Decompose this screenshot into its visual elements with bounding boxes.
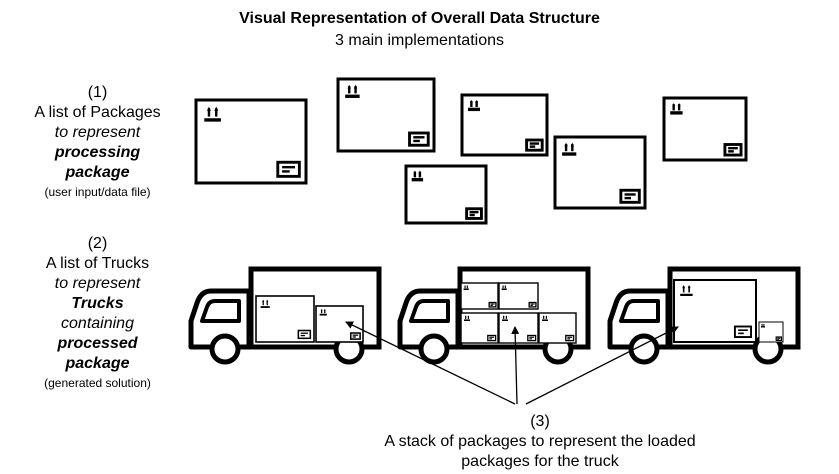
stack-pointer-arrows	[345, 321, 679, 405]
section-2-line-3: Trucks	[71, 295, 124, 312]
package-box-icon	[498, 312, 539, 344]
package-box-icon	[315, 305, 364, 343]
shipping-label-icon	[488, 301, 497, 308]
package-box-icon	[404, 164, 488, 225]
package-box-icon	[673, 279, 757, 343]
section-1-line-3: processing	[54, 144, 141, 161]
shipping-label-icon	[528, 301, 537, 308]
this-way-up-arrows-icon	[319, 308, 327, 316]
shipping-label-icon	[465, 207, 483, 220]
this-way-up-arrows-icon	[502, 315, 508, 321]
section-2-line-4: containing	[61, 315, 134, 332]
stack-arrow	[345, 321, 516, 405]
truck-window	[619, 299, 660, 323]
section-2-number: (2)	[87, 235, 108, 252]
truck-window	[200, 299, 241, 323]
diagram-title: Visual Representation of Overall Data St…	[239, 10, 600, 27]
section-2-note: (generated solution)	[44, 376, 151, 390]
delivery-truck-icon	[188, 266, 382, 365]
shipping-label-icon	[733, 325, 752, 338]
shipping-label-icon	[775, 336, 783, 342]
package-box-icon	[538, 312, 577, 344]
delivery-truck-icon	[397, 266, 591, 365]
section-1-line-2: to represent	[54, 124, 141, 141]
shipping-label-icon	[276, 160, 301, 178]
section-3-line-2: packages for the truck	[461, 453, 619, 470]
this-way-up-arrows-icon	[542, 315, 548, 321]
this-way-up-arrows-icon	[562, 142, 577, 156]
package-box-icon	[194, 98, 308, 185]
package-box-icon	[758, 321, 784, 343]
delivery-truck-icon	[607, 266, 801, 365]
this-way-up-arrows-icon	[464, 315, 470, 321]
section-1-note: (user input/data file)	[44, 185, 151, 199]
shipping-label-icon	[297, 329, 312, 340]
package-box-icon	[553, 135, 647, 210]
section-1-number: (1)	[87, 84, 108, 101]
this-way-up-arrows-icon	[204, 106, 221, 122]
this-way-up-arrows-icon	[670, 102, 683, 115]
packages-list	[194, 77, 748, 225]
stack-arrow	[525, 326, 679, 405]
this-way-up-arrows-icon	[463, 285, 469, 291]
shipping-label-icon	[723, 143, 743, 157]
shipping-label-icon	[565, 334, 575, 342]
section-3-number: (3)	[530, 413, 550, 430]
section-1-line-4: package	[65, 164, 130, 181]
this-way-up-arrows-icon	[411, 170, 424, 182]
shipping-label-icon	[349, 332, 361, 340]
package-box-icon	[662, 96, 748, 162]
section-2-line-2: to represent	[54, 275, 141, 292]
shipping-label-icon	[408, 131, 430, 147]
truck-window	[409, 299, 450, 323]
shipping-label-icon	[619, 188, 641, 204]
this-way-up-arrows-icon	[761, 323, 765, 328]
package-box-icon	[460, 93, 549, 157]
section-2-line-6: package	[65, 355, 130, 372]
shipping-label-icon	[487, 334, 497, 342]
shipping-label-icon	[527, 334, 537, 342]
package-box-icon	[255, 295, 315, 343]
this-way-up-arrows-icon	[260, 299, 270, 308]
package-box-icon	[460, 312, 499, 344]
trucks-list	[188, 266, 801, 365]
this-way-up-arrows-icon	[468, 99, 480, 112]
package-box-icon	[498, 282, 539, 310]
stack-arrow	[511, 326, 520, 405]
section-2-line-5: processed	[57, 335, 138, 352]
section-1-line-1: A list of Packages	[34, 104, 161, 121]
package-box-icon	[336, 77, 436, 153]
truck-wheel	[418, 333, 450, 365]
this-way-up-arrows-icon	[345, 84, 360, 98]
section-1-label: (1) A list of Packages to represent proc…	[10, 83, 185, 201]
truck-wheel	[628, 333, 660, 365]
this-way-up-arrows-icon	[680, 284, 693, 297]
truck-wheel	[209, 333, 241, 365]
section-3-line-1: A stack of packages to represent the loa…	[384, 433, 696, 450]
section-3-label: (3) A stack of packages to represent the…	[330, 412, 750, 472]
this-way-up-arrows-icon	[501, 285, 507, 291]
section-2-label: (2) A list of Trucks to represent Trucks…	[10, 234, 185, 392]
diagram-subtitle: 3 main implementations	[335, 32, 504, 49]
package-box-icon	[460, 282, 499, 310]
shipping-label-icon	[525, 138, 544, 152]
section-2-line-1: A list of Trucks	[45, 255, 150, 272]
